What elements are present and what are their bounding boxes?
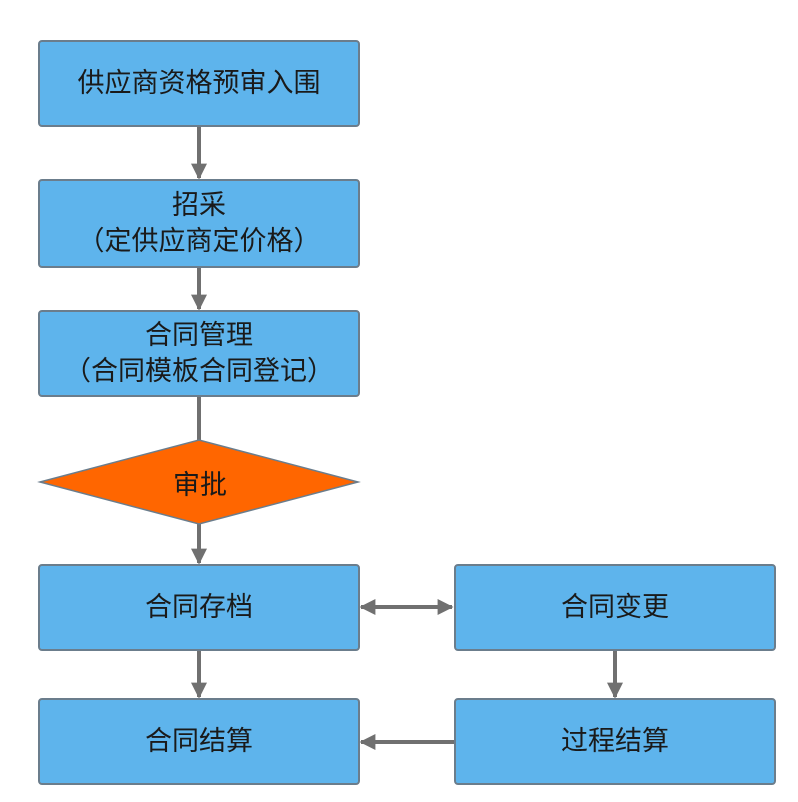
node-process-settle-label: 过程结算 [561, 725, 669, 757]
node-settle: 合同结算 [38, 698, 360, 785]
node-contract-mgmt-title: 合同管理 [145, 319, 253, 351]
node-procure-title: 招采 [172, 189, 226, 221]
node-procure-subtitle: （定供应商定价格） [77, 225, 321, 257]
node-archive-label: 合同存档 [145, 591, 253, 623]
node-change: 合同变更 [454, 564, 776, 651]
approve-diamond [37, 439, 361, 525]
approve-label: 审批 [173, 469, 227, 501]
node-prequalify: 供应商资格预审入围 [38, 40, 360, 127]
node-contract-mgmt: 合同管理 （合同模板合同登记） [38, 310, 360, 397]
node-procure: 招采 （定供应商定价格） [38, 179, 360, 268]
node-change-label: 合同变更 [561, 591, 669, 623]
node-archive: 合同存档 [38, 564, 360, 651]
node-prequalify-label: 供应商资格预审入围 [77, 67, 321, 99]
node-contract-mgmt-subtitle: （合同模板合同登记） [64, 355, 334, 387]
node-process-settle: 过程结算 [454, 698, 776, 785]
node-settle-label: 合同结算 [145, 725, 253, 757]
